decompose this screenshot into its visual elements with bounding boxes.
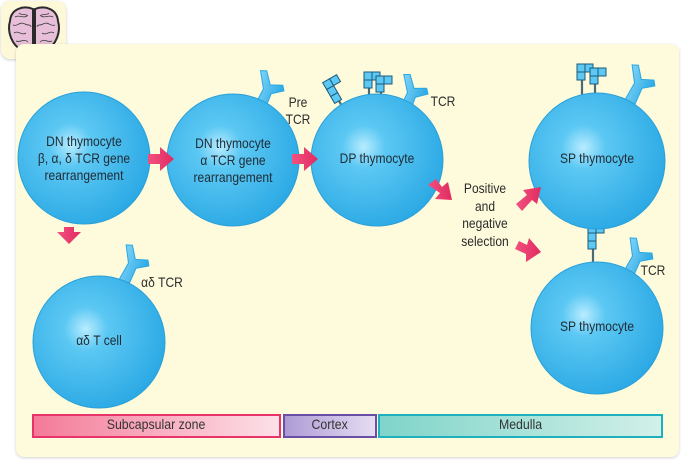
selection-line-4: selection <box>461 232 509 249</box>
cell-dn1-label: DN thymocyte β, α, δ TCR gene rearrangem… <box>32 133 135 184</box>
sp2-tcr-text: TCR <box>640 262 666 278</box>
cell-dp-label: DP thymocyte <box>325 150 428 167</box>
zone-subcapsular: Subcapsular zone <box>33 414 280 436</box>
cell-dn2-line-1: DN thymocyte <box>195 135 271 151</box>
pre-tcr-label: Pre TCR <box>281 94 315 128</box>
dp-tcr-label: TCR <box>426 93 460 110</box>
zone-bar-medulla <box>378 414 663 438</box>
cell-dn2-line-3: rearrangement <box>193 169 273 185</box>
cell-dn1-line-2: β, α, δ TCR gene <box>37 150 131 166</box>
dp-tcr-text: TCR <box>430 93 456 109</box>
arrow-dp-to-selection <box>428 179 452 200</box>
arrow-selection-to-sp2 <box>515 238 541 262</box>
selection-line-1: Positive <box>463 180 507 196</box>
arrow-selection-to-sp1 <box>516 187 541 211</box>
zone-bar-cortex <box>283 414 377 438</box>
zone-cortex: Cortex <box>284 414 376 436</box>
arrow-dn1-to-ad <box>57 227 81 244</box>
cell-dp-line-1: DP thymocyte <box>339 150 415 166</box>
pre-tcr-line-1: Pre <box>288 94 308 110</box>
cell-ad-line-1: αδ T cell <box>76 332 122 348</box>
cell-sp1-label: SP thymocyte <box>545 150 648 167</box>
arrow-dn2-to-dp <box>292 147 318 171</box>
cell-dn2-label: DN thymocyte α TCR gene rearrangement <box>181 135 284 186</box>
zone-subcapsular-label: Subcapsular zone <box>107 416 206 432</box>
selection-line-3: negative <box>462 215 508 231</box>
zone-cortex-label: Cortex <box>311 416 349 432</box>
cell-dn1-line-1: DN thymocyte <box>46 133 122 149</box>
cell-ad-label: αδ T cell <box>47 332 150 349</box>
cell-dn1-line-3: rearrangement <box>44 167 124 183</box>
ad-tcr-text: αδ TCR <box>141 274 183 290</box>
zone-bar-subcapsular <box>32 414 281 438</box>
cell-sp1-line-1: SP thymocyte <box>559 150 635 166</box>
cell-sp2-label: SP thymocyte <box>545 318 648 335</box>
cell-dn2-line-2: α TCR gene <box>200 152 266 168</box>
zone-medulla-label: Medulla <box>498 416 543 432</box>
cell-sp2 <box>530 261 664 395</box>
cell-sp2-line-1: SP thymocyte <box>559 318 635 334</box>
sp2-tcr-label: TCR <box>636 262 670 279</box>
selection-label: Positive and negative selection <box>455 180 515 250</box>
zone-medulla: Medulla <box>379 414 662 436</box>
arrow-dn1-to-dn2 <box>148 147 174 171</box>
pre-tcr-line-2: TCR <box>285 111 311 127</box>
cell-ad <box>32 275 166 409</box>
selection-line-2: and <box>474 197 496 214</box>
ad-tcr-label: αδ TCR <box>136 274 188 291</box>
cell-sp1 <box>528 92 666 230</box>
